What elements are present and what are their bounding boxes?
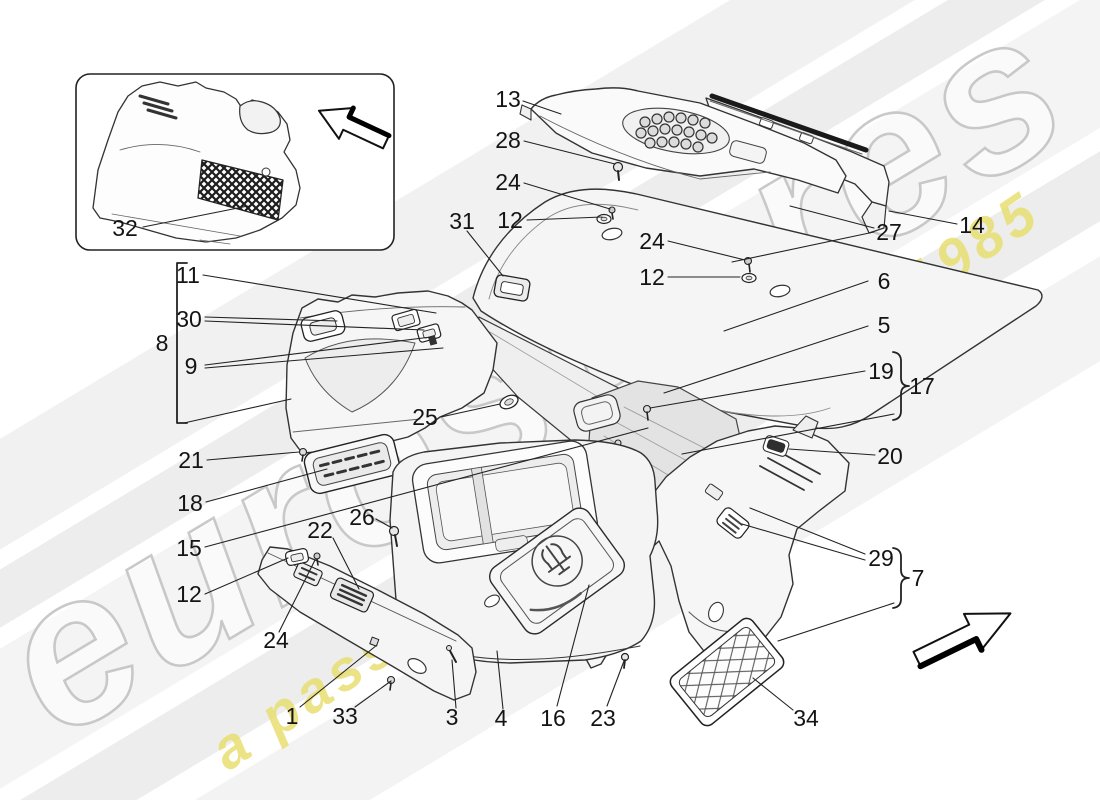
callout-26: 26 [349,504,375,530]
callout-20: 20 [877,443,903,469]
callout-33: 33 [332,703,358,729]
parcel-shelf [519,87,847,194]
mesh-panel-34 [669,617,785,727]
right-side-trim [585,415,850,669]
callout-17: 17 [909,373,935,399]
callout-12: 12 [176,581,202,607]
seal-strip [709,93,869,153]
grommet-12-target-a [596,213,612,225]
callout-24: 24 [263,627,289,653]
callout-12: 12 [497,207,523,233]
callout-11: 11 [176,262,200,288]
callout-8: 8 [156,330,169,356]
trunk-mat [472,188,1043,430]
callout-19: 19 [868,358,894,384]
pin-24-target-c [313,552,321,566]
clip-24-target-a [608,206,616,220]
direction-arrow-up-left-icon [317,105,392,150]
callout-4: 4 [495,705,508,731]
callout-14: 14 [959,212,985,238]
callout-5: 5 [878,312,891,338]
callout-13: 13 [495,86,521,112]
group-brackets [176,262,910,609]
latch-29-target [716,507,750,539]
speaker-holes [635,111,718,153]
grommet-12-target-b [741,272,757,284]
callout-27: 27 [876,219,902,245]
callout-7: 7 [912,565,925,591]
screw-26-target [388,525,400,547]
trident-logo-icon [541,543,572,576]
callout-24: 24 [639,228,665,254]
nail-3-target [446,645,457,663]
callout-labels: 32 13 28 24 12 31 24 12 27 14 6 5 19 17 … [112,86,985,731]
callout-16: 16 [540,705,566,731]
mat-handle-31-target [493,274,531,302]
callout-29: 29 [868,545,894,571]
callout-3: 3 [446,704,459,730]
tray-mat [389,439,659,664]
callout-12: 12 [639,264,665,290]
callout-25: 25 [412,404,438,430]
callout-34: 34 [793,705,819,731]
bracket-17 [892,351,910,421]
jack-cover-flap [573,394,621,432]
luggage-net [197,159,284,221]
bracket-7 [892,547,910,609]
inset-box [75,73,395,251]
callout-9: 9 [185,353,198,379]
callout-21: 21 [178,447,204,473]
callout-28: 28 [495,127,521,153]
panel-notch [759,117,814,145]
screw-23-target [620,652,630,669]
latch-20-target [762,435,790,457]
callout-1: 1 [286,703,299,729]
callout-30: 30 [176,306,202,332]
callout-31: 31 [449,208,475,234]
grommet-25-target [499,394,519,410]
screw-21-target [298,447,308,462]
trident-plate [489,507,625,635]
inset-trim-panel [92,81,301,245]
callout-15: 15 [176,535,202,561]
screw-28-target [612,161,624,181]
bracket-8 [176,262,188,424]
callout-32: 32 [112,215,138,241]
callout-18: 18 [177,490,203,516]
callout-22: 22 [307,517,333,543]
callout-24: 24 [495,169,521,195]
fastener-19-target [642,404,652,421]
leader-lines [142,100,958,711]
callout-6: 6 [878,268,891,294]
air-vent-18 [303,433,401,495]
callout-23: 23 [590,705,616,731]
trim-bezel-a [391,308,421,332]
direction-arrow-up-right-icon [912,612,1012,670]
